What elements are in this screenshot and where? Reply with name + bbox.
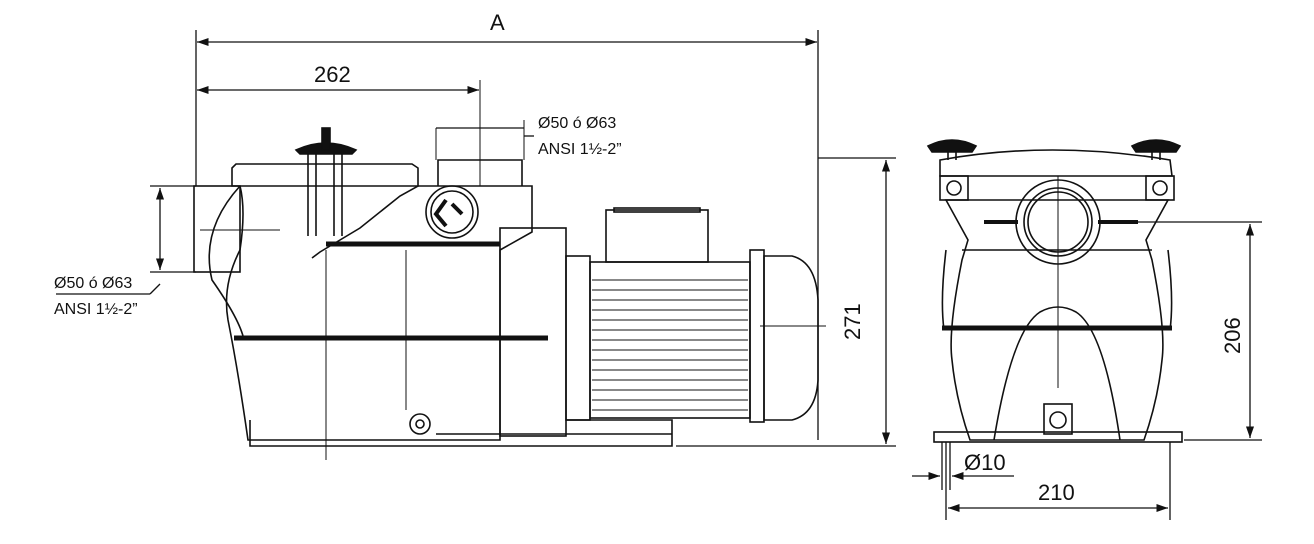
front-view bbox=[926, 139, 1183, 443]
side-view bbox=[193, 80, 826, 460]
front-lid bbox=[939, 149, 1173, 177]
label-outlet-ansi: ANSI 1½-2” bbox=[538, 141, 622, 158]
lid-knob bbox=[294, 127, 358, 236]
label-dim-210: 210 bbox=[1038, 480, 1075, 505]
base-bolt bbox=[409, 413, 431, 435]
label-inlet-size: Ø50 ó Ø63 bbox=[54, 275, 132, 292]
front-base bbox=[933, 431, 1183, 443]
motor-flange bbox=[499, 227, 567, 437]
label-inlet-ansi: ANSI 1½-2” bbox=[54, 301, 138, 318]
side-base bbox=[249, 419, 673, 447]
strainer-lid bbox=[231, 163, 419, 187]
label-dim-a: A bbox=[490, 10, 505, 35]
label-outlet-size: Ø50 ó Ø63 bbox=[538, 115, 616, 132]
label-bolt-hole: Ø10 bbox=[964, 450, 1006, 475]
motor-fins bbox=[592, 279, 748, 411]
inlet-pipe bbox=[193, 185, 241, 273]
pump-body bbox=[225, 185, 533, 441]
label-dim-262: 262 bbox=[314, 62, 351, 87]
label-dim-206: 206 bbox=[1220, 317, 1245, 354]
label-dim-271: 271 bbox=[840, 303, 865, 340]
front-dimensions bbox=[912, 221, 1262, 520]
side-dimensions bbox=[56, 30, 896, 447]
front-knob-left bbox=[926, 139, 978, 160]
rotation-symbol bbox=[425, 185, 479, 239]
